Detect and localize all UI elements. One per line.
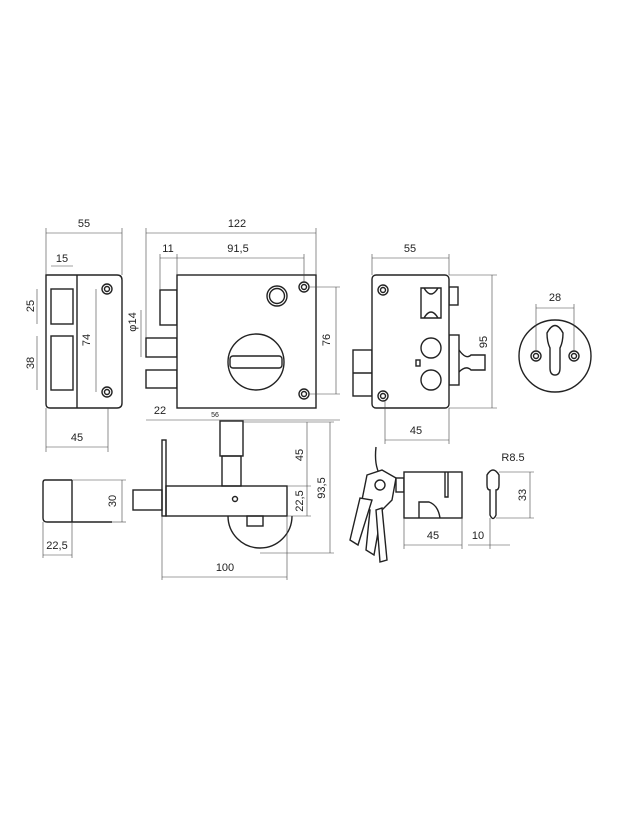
dim-top-width: 100: [216, 562, 234, 574]
dim-side-hole: 45: [410, 425, 422, 437]
lock-side-view: 55 95 45: [352, 243, 497, 444]
dim-lock-width: 122: [228, 218, 246, 230]
dim-top-total: 93,5: [316, 477, 328, 498]
dim-hole-spacing-h: 91,5: [227, 243, 248, 255]
dim-cyl-cam: 10: [472, 530, 484, 542]
dim-strike-holes: 74: [81, 334, 93, 346]
lock-front-view: 122 11 91,5 φ14 76 22 56: [127, 218, 340, 421]
bracket-view: 30 22,5: [42, 479, 126, 558]
dim-bracket-depth: 22,5: [46, 540, 67, 552]
dim-cyl-length: 45: [427, 530, 439, 542]
dim-side-height: 95: [478, 336, 490, 348]
dim-strike-h1: 25: [25, 300, 37, 312]
dim-strike-base: 45: [71, 432, 83, 444]
dim-strike-width: 55: [78, 218, 90, 230]
lock-top-view: 45 22,5 93,5 100: [132, 420, 334, 580]
dim-strike-window: 15: [56, 253, 68, 265]
dim-latch-offset: 11: [162, 243, 173, 255]
dim-bracket-height: 30: [107, 495, 119, 507]
dim-cyl-radius: R8.5: [501, 452, 524, 464]
dim-top-cyl: 45: [294, 449, 306, 461]
dim-bolt-dia: φ14: [127, 312, 139, 331]
escutcheon-view: 28: [518, 292, 592, 393]
dim-side-depth: 55: [404, 243, 416, 255]
dim-backset: 56: [211, 412, 219, 419]
dim-escutcheon-spacing: 28: [549, 292, 561, 304]
cylinder-keys-view: 45 R8.5 33 10: [349, 446, 534, 563]
strike-plate-view: 55 15 25 38 74 45: [25, 218, 123, 452]
dim-bolt-projection: 22: [154, 405, 166, 417]
dim-cyl-height: 33: [517, 489, 529, 501]
dim-strike-h2: 38: [25, 357, 37, 369]
keys-icon: [349, 469, 397, 563]
dim-top-body: 22,5: [294, 490, 306, 511]
dim-hole-spacing-v: 76: [321, 334, 333, 346]
